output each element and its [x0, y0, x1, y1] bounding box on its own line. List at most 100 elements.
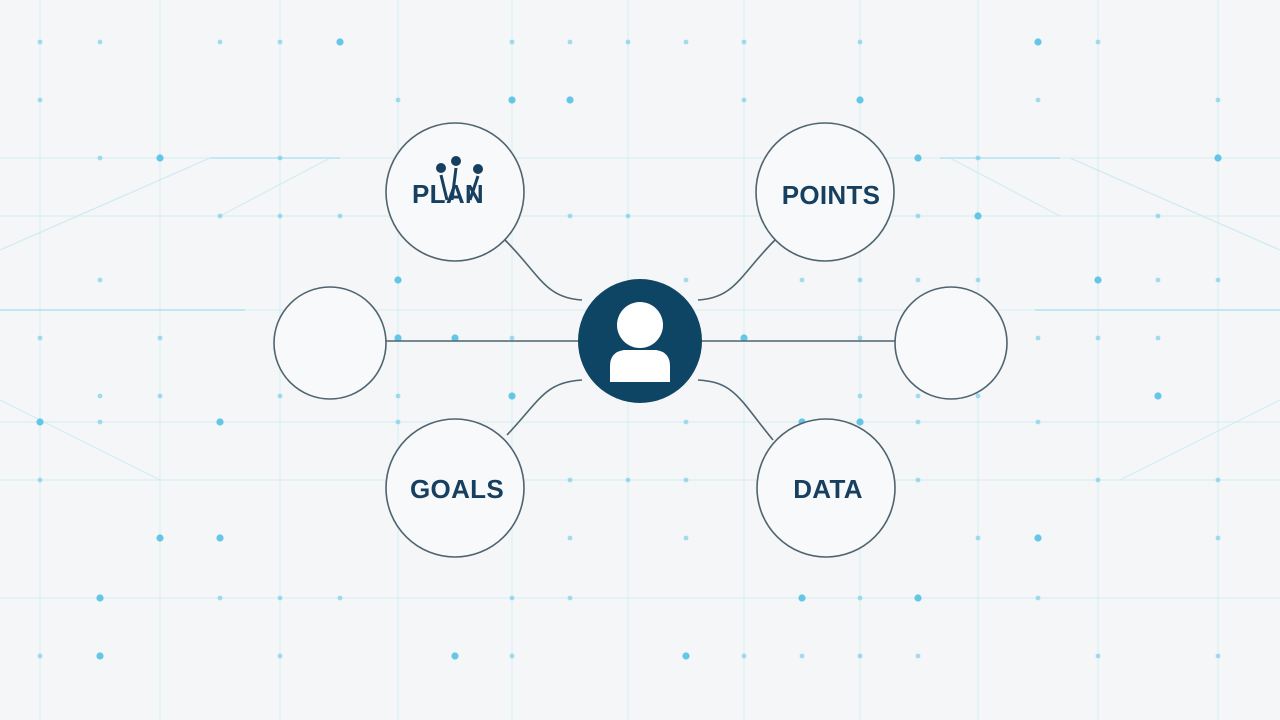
grid-dot	[625, 39, 631, 45]
grid-dot	[566, 96, 574, 104]
grid-dot	[216, 418, 224, 426]
connectors	[385, 239, 895, 441]
grid-dot	[975, 277, 981, 283]
grid-dot	[1155, 335, 1161, 341]
grid-dot	[975, 155, 981, 161]
grid-dot	[37, 477, 43, 483]
grid-dot	[683, 535, 689, 541]
grid-dot	[277, 595, 283, 601]
grid-dot	[156, 154, 164, 162]
grid-dot	[798, 594, 806, 602]
grid-dot	[683, 277, 689, 283]
grid-dot	[1034, 38, 1042, 46]
grid-dot	[277, 155, 283, 161]
grid-dot	[156, 534, 164, 542]
grid-dot	[856, 418, 864, 426]
grid-dot	[1035, 335, 1041, 341]
grid-dot	[567, 535, 573, 541]
grid-dot	[625, 213, 631, 219]
grid-dot	[1095, 477, 1101, 483]
grid-dot	[1215, 535, 1221, 541]
grid-dot	[37, 653, 43, 659]
connector-plan	[504, 239, 583, 301]
grid-dot	[857, 335, 863, 341]
grid-dot	[96, 594, 104, 602]
hub-node	[578, 279, 702, 403]
grid-dot	[1215, 97, 1221, 103]
grid-dot	[1034, 534, 1042, 542]
grid-dot	[567, 39, 573, 45]
grid-dot	[509, 39, 515, 45]
node-data: DATA	[756, 418, 896, 558]
node-label-plan: PLAN	[412, 179, 484, 209]
grid-dot	[683, 39, 689, 45]
people-icon	[436, 156, 483, 201]
grid-dot	[1035, 595, 1041, 601]
node-label-data: DATA	[793, 474, 863, 504]
grid-dot	[277, 653, 283, 659]
grid-dot	[915, 277, 921, 283]
grid-dot	[856, 96, 864, 104]
grid-dot	[37, 39, 43, 45]
grid-line	[0, 157, 211, 251]
grid-line	[1069, 157, 1280, 251]
grid-dot	[857, 277, 863, 283]
grid-dot	[1095, 39, 1101, 45]
grid-dot	[508, 96, 516, 104]
connector-points	[697, 239, 776, 301]
grid-dot	[97, 419, 103, 425]
grid-dot	[395, 393, 401, 399]
grid-dot	[915, 477, 921, 483]
grid-dot	[509, 335, 515, 341]
grid-dot	[157, 335, 163, 341]
grid-dot	[1095, 653, 1101, 659]
grid-dot	[509, 595, 515, 601]
grid-dot	[857, 39, 863, 45]
grid-dot	[394, 334, 402, 342]
grid-dot	[914, 594, 922, 602]
grid-dot	[1035, 97, 1041, 103]
grid-dot	[799, 277, 805, 283]
grid-dot	[97, 155, 103, 161]
grid-dot	[336, 38, 344, 46]
grid-dot	[337, 213, 343, 219]
grid-dot	[217, 213, 223, 219]
grid-dot	[217, 39, 223, 45]
grid-dot	[37, 335, 43, 341]
grid-dot	[857, 595, 863, 601]
grid-line	[1119, 399, 1280, 481]
grid-dot	[683, 477, 689, 483]
grid-dot	[1154, 392, 1162, 400]
grid-dot	[915, 419, 921, 425]
grid-dot	[451, 334, 459, 342]
grid-dot	[1035, 419, 1041, 425]
grid-dot	[97, 39, 103, 45]
grid-dot	[567, 477, 573, 483]
grid-dot	[975, 393, 981, 399]
node-label-goals: GOALS	[410, 474, 504, 504]
grid-dot	[1155, 213, 1161, 219]
node-right	[894, 286, 1008, 400]
grid-dot	[96, 652, 104, 660]
grid-dot	[1155, 277, 1161, 283]
grid-dot	[915, 653, 921, 659]
grid-dot	[741, 97, 747, 103]
grid-dot	[914, 154, 922, 162]
node-label-points: POINTS	[782, 180, 881, 210]
grid-dot	[740, 334, 748, 342]
grid-dot	[36, 418, 44, 426]
grid-dot	[394, 276, 402, 284]
grid-dot	[395, 419, 401, 425]
grid-dot	[37, 97, 43, 103]
grid-dot	[395, 97, 401, 103]
grid-dot	[975, 535, 981, 541]
connector-data	[697, 379, 774, 441]
grid-dot	[915, 393, 921, 399]
grid-dot	[508, 392, 516, 400]
node-left	[273, 286, 387, 400]
node-goals: GOALS	[385, 418, 525, 558]
grid-dot	[277, 39, 283, 45]
grid-dot	[157, 393, 163, 399]
